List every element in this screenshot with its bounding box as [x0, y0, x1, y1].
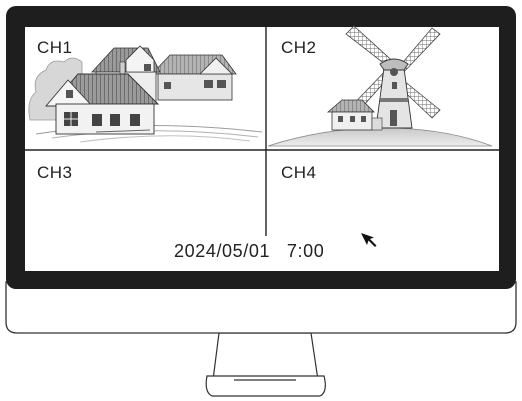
- ch1-label: CH1: [37, 38, 73, 58]
- datetime-overlay: 2024/05/01 7:00: [174, 241, 324, 262]
- monitor-chin: [6, 282, 516, 333]
- ch4-label: CH4: [281, 163, 317, 183]
- ch2-label: CH2: [281, 38, 317, 58]
- ch3-label: CH3: [37, 163, 73, 183]
- mouse-pointer-icon: [360, 232, 380, 252]
- screen: [25, 27, 499, 271]
- stand-base: [206, 376, 325, 396]
- stand-neck: [213, 333, 318, 380]
